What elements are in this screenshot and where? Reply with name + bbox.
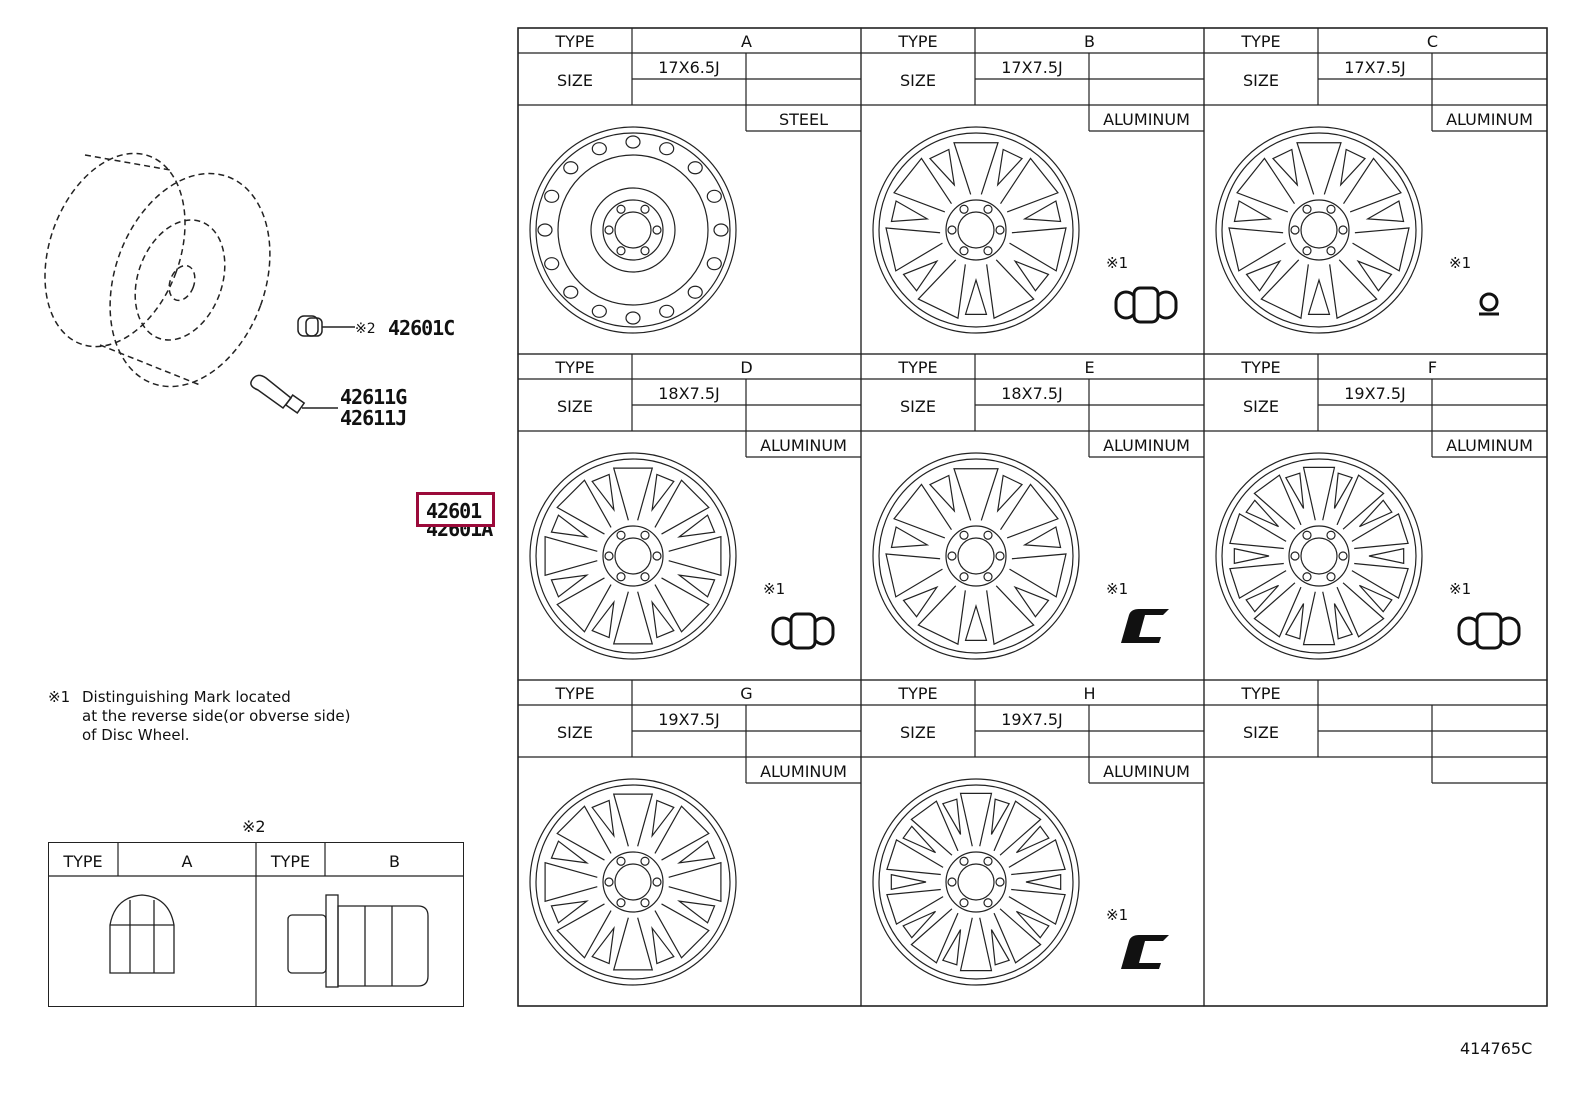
size-value: 19X7.5J [658, 710, 720, 729]
material-label: ALUMINUM [1446, 110, 1533, 129]
double-ring-mark-icon [1114, 286, 1178, 324]
material-label: ALUMINUM [760, 436, 847, 455]
type-label: TYPE [898, 358, 938, 377]
nut-type-label-b: TYPE [270, 852, 311, 871]
nut-table-lines [48, 842, 464, 1007]
tire-illustration [44, 152, 355, 414]
note-line-2: at the reverse side(or obverse side) [82, 707, 351, 725]
material-label: ALUMINUM [1103, 110, 1190, 129]
part-number-42611G[interactable]: 42611G [340, 385, 407, 409]
type-value-a: A [741, 32, 752, 51]
double-ring-mark-icon [1457, 612, 1521, 650]
type-value-c: C [1426, 32, 1439, 51]
wheel-drawing-f-icon [1215, 452, 1423, 660]
mark-ref: ※1 [763, 580, 786, 598]
type-value-d: D [740, 358, 753, 377]
size-label: SIZE [1243, 71, 1279, 90]
material-label: ALUMINUM [1446, 436, 1533, 455]
type-label: TYPE [555, 358, 595, 377]
nut-table-ref: ※2 [242, 817, 266, 836]
wheel-drawing-c-icon [1215, 126, 1423, 334]
nut-type-label-a: TYPE [63, 852, 103, 871]
mark-ref: ※1 [1449, 254, 1472, 272]
highlight-box [416, 492, 495, 527]
size-value: 19X7.5J [1001, 710, 1063, 729]
size-label: SIZE [900, 723, 936, 742]
nut-type-b: B [389, 852, 400, 871]
type-value-h: H [1083, 684, 1096, 703]
nut-type-b-icon [287, 894, 429, 988]
part-number-42601C[interactable]: 42601C [388, 316, 455, 340]
nut-ref-mark: ※2 [355, 321, 376, 337]
l-mark-icon [1121, 609, 1169, 643]
wheel-drawing-b-icon [872, 126, 1080, 334]
type-label: TYPE [898, 684, 938, 703]
type-value-g: G [740, 684, 753, 703]
type-label: TYPE [1241, 684, 1281, 703]
size-value: 18X7.5J [658, 384, 720, 403]
wheel-drawing-e-icon [872, 452, 1080, 660]
note-mark: ※1 [48, 688, 71, 706]
size-value: 19X7.5J [1344, 384, 1406, 403]
type-value-e: E [1084, 358, 1095, 377]
wheel-drawing-a-icon [529, 126, 737, 334]
size-label: SIZE [900, 71, 936, 90]
part-number-42611J[interactable]: 42611J [340, 406, 407, 430]
wheel-drawing-h-icon [872, 778, 1080, 986]
size-label: SIZE [900, 397, 936, 416]
nut-type-a: A [181, 852, 193, 871]
size-label: SIZE [557, 71, 593, 90]
mark-ref: ※1 [1106, 254, 1129, 272]
mark-ref: ※1 [1106, 580, 1129, 598]
nut-type-a-icon [109, 894, 175, 974]
size-label: SIZE [1243, 723, 1279, 742]
mark-ref: ※1 [1449, 580, 1472, 598]
size-value: 17X7.5J [1344, 58, 1406, 77]
part-number-42601[interactable]: 42601 [426, 499, 482, 523]
q-mark-icon [1479, 292, 1499, 316]
type-value-f: F [1427, 358, 1438, 377]
double-ring-mark-icon [771, 612, 835, 650]
size-label: SIZE [557, 397, 593, 416]
type-label: TYPE [555, 32, 595, 51]
type-label: TYPE [555, 684, 595, 703]
size-label: SIZE [1243, 397, 1279, 416]
wheel-drawing-d-icon [529, 452, 737, 660]
material-label: ALUMINUM [1103, 436, 1190, 455]
mark-ref: ※1 [1106, 906, 1129, 924]
type-label: TYPE [1241, 32, 1281, 51]
valve-stem-icon [250, 374, 338, 414]
size-value: 17X6.5J [658, 58, 720, 77]
size-label: SIZE [557, 723, 593, 742]
material-label: ALUMINUM [1103, 762, 1190, 781]
wheel-nut-icon [297, 315, 355, 337]
l-mark-icon [1121, 935, 1169, 969]
note-line-1: Distinguishing Mark located [82, 688, 291, 706]
type-value-b: B [1084, 32, 1095, 51]
diagram-id: 414765C [1460, 1039, 1533, 1058]
size-value: 18X7.5J [1001, 384, 1063, 403]
material-label: ALUMINUM [760, 762, 847, 781]
material-label: STEEL [778, 110, 829, 129]
type-label: TYPE [898, 32, 938, 51]
wheel-drawing-g-icon [529, 778, 737, 986]
type-label: TYPE [1241, 358, 1281, 377]
note-line-3: of Disc Wheel. [82, 726, 190, 744]
size-value: 17X7.5J [1001, 58, 1063, 77]
